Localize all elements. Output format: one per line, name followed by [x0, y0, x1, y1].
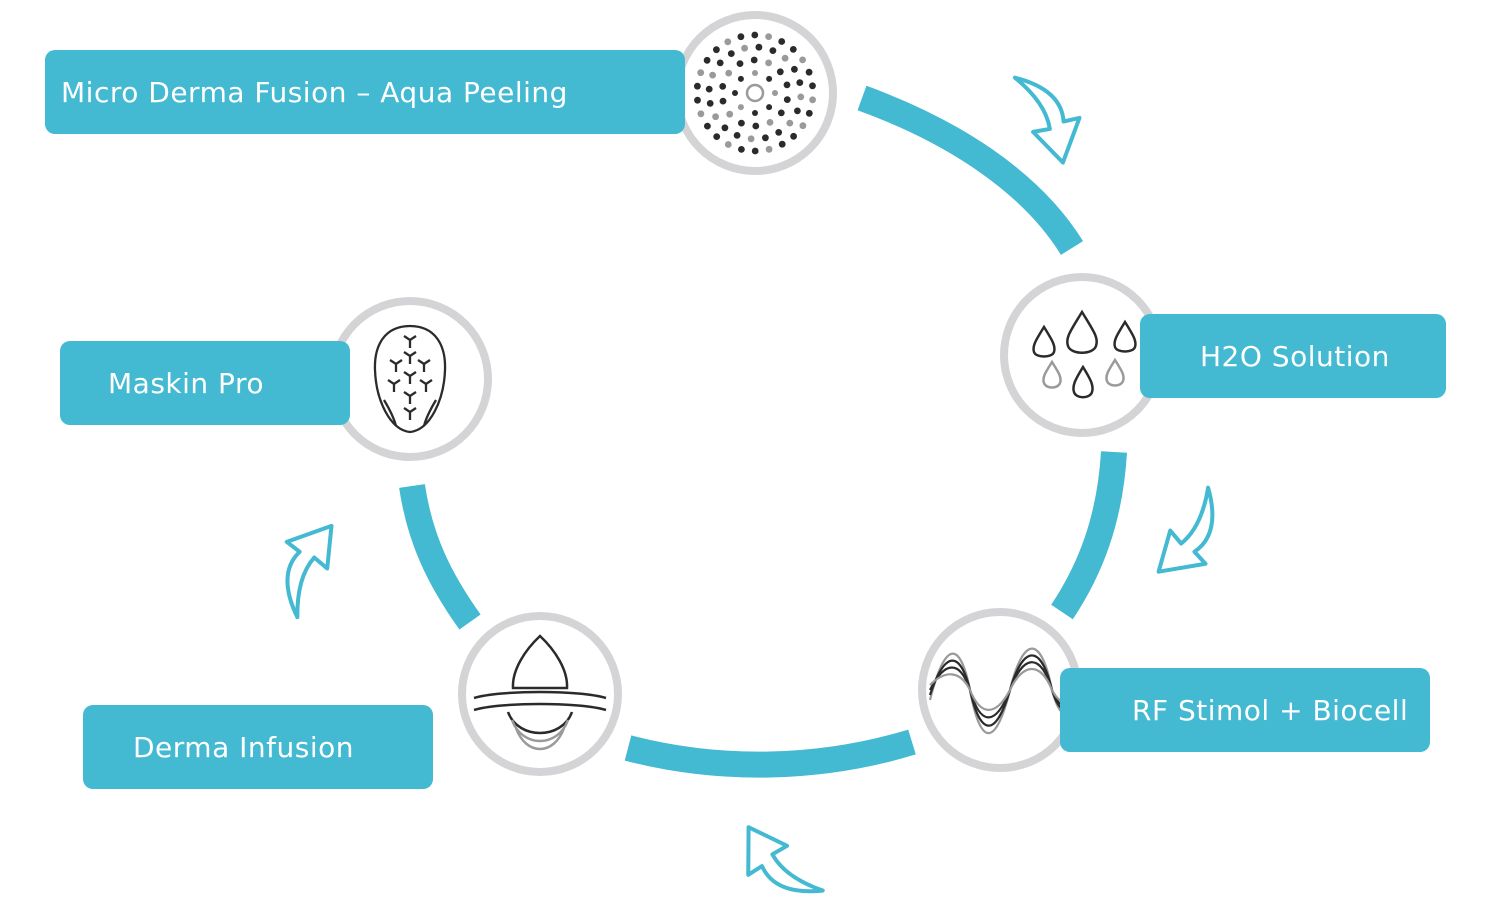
direction-arrow-2-icon: [1156, 485, 1215, 574]
step-label-text: RF Stimol + Biocell: [1132, 693, 1409, 727]
direction-arrow-4-icon: [284, 523, 334, 620]
direction-arrow-3-icon: [746, 825, 825, 894]
step-label-rf-stimol: RF Stimol + Biocell: [1060, 668, 1430, 752]
connector-arc-4-5: [399, 483, 481, 630]
step-4-node: [458, 612, 622, 776]
step-label-text: Derma Infusion: [133, 730, 354, 764]
direction-arrow-1-icon: [1012, 75, 1082, 165]
connector-arc-2-3: [1051, 451, 1127, 620]
skin-infusion-icon: [473, 634, 607, 751]
step-2-node: [1000, 273, 1164, 437]
connector-arc-1-2: [857, 85, 1084, 255]
dotted-disc-icon: [694, 31, 816, 155]
step-label-micro-derma-fusion: Micro Derma Fusion – Aqua Peeling: [45, 50, 685, 134]
face-mask-icon: [373, 324, 447, 434]
connector-arc-3-4: [624, 729, 916, 778]
step-label-text: Micro Derma Fusion – Aqua Peeling: [61, 75, 568, 109]
step-label-text: H2O Solution: [1200, 339, 1390, 373]
step-label-maskin-pro: Maskin Pro: [60, 341, 350, 425]
step-label-h2o-solution: H2O Solution: [1140, 314, 1446, 398]
step-1-node: [673, 11, 837, 175]
water-drops-icon: [1032, 309, 1137, 399]
radio-waves-icon: [928, 647, 1074, 735]
step-label-text: Maskin Pro: [108, 366, 264, 400]
step-5-node: [328, 297, 492, 461]
step-label-derma-infusion: Derma Infusion: [83, 705, 433, 789]
step-3-node: [918, 608, 1082, 772]
